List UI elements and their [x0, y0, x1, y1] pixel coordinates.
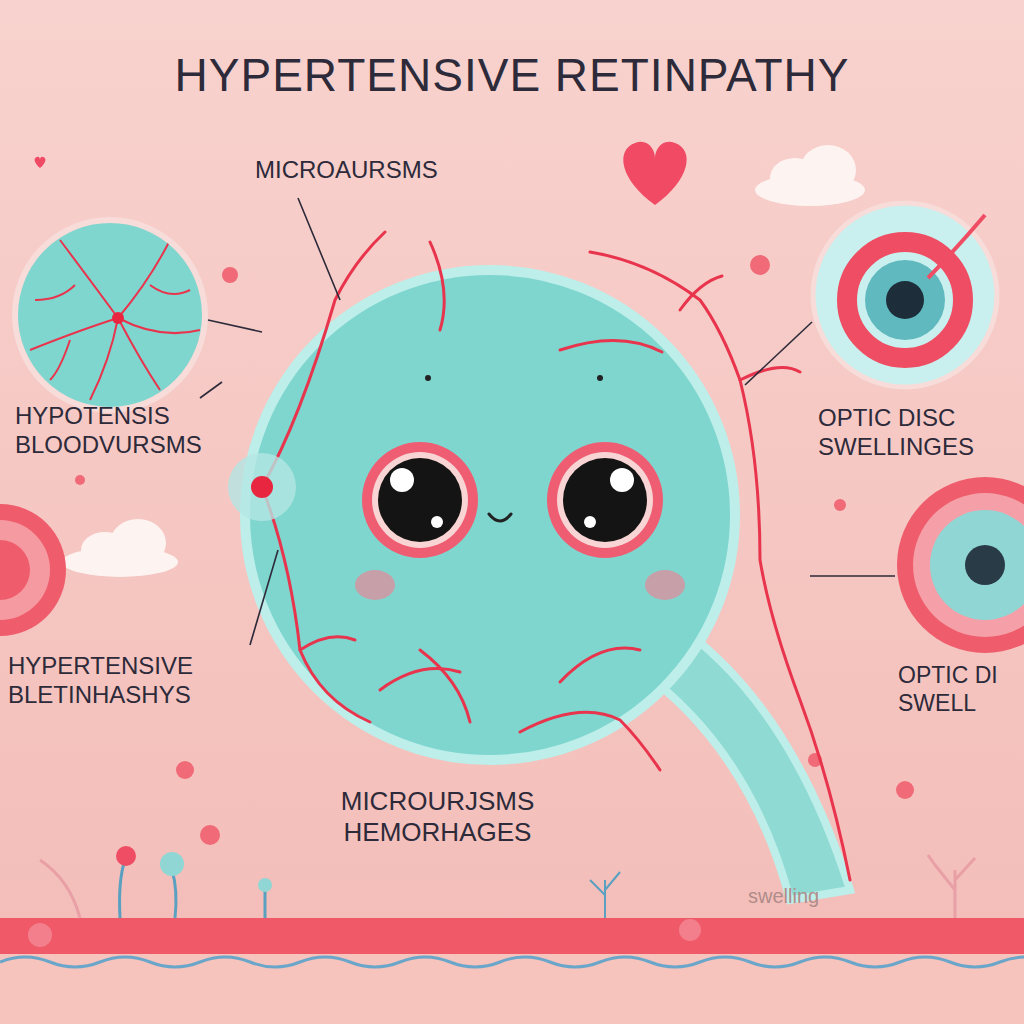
cloud: [755, 145, 865, 206]
heart: [35, 157, 46, 168]
eye: [547, 442, 663, 558]
cloud: [62, 519, 178, 577]
blush: [645, 570, 685, 600]
inset-circle: [15, 220, 205, 410]
part-label: HYPOTENSIS BLOODVURSMS: [15, 402, 245, 460]
part-label: MICROAURSMS: [255, 156, 515, 185]
glow: [228, 453, 296, 521]
eye: [362, 442, 478, 558]
part-label: MICROURJSMS HEMORHAGES: [300, 786, 575, 848]
eyeball: [245, 270, 735, 760]
smile: [489, 514, 511, 521]
title: HYPERTENSIVE RETINPATHY: [0, 48, 1024, 102]
leader-line: [200, 198, 895, 645]
part-label: OPTIC DI SWELL: [898, 662, 1018, 717]
inset-circle: [897, 477, 1024, 653]
heart: [623, 142, 686, 205]
ground-band: [0, 918, 1024, 954]
part-label: OPTIC DISC SWELLINGES: [818, 404, 1016, 462]
red-spot: [251, 476, 273, 498]
eyebrow-dot: [597, 375, 603, 381]
blush: [355, 570, 395, 600]
blood-vessel: [262, 232, 850, 880]
wave-line: [0, 957, 1024, 967]
part-label: HYPERTENSIVE BLETINHASHYS: [8, 652, 270, 710]
blood-vessel: [30, 240, 200, 400]
plant: [28, 846, 975, 947]
eyebrow-dot: [425, 375, 431, 381]
part-label: swelling: [748, 884, 868, 908]
inset-circle: [0, 504, 66, 636]
red-spot: [112, 312, 124, 324]
inset-circle: [813, 203, 997, 387]
